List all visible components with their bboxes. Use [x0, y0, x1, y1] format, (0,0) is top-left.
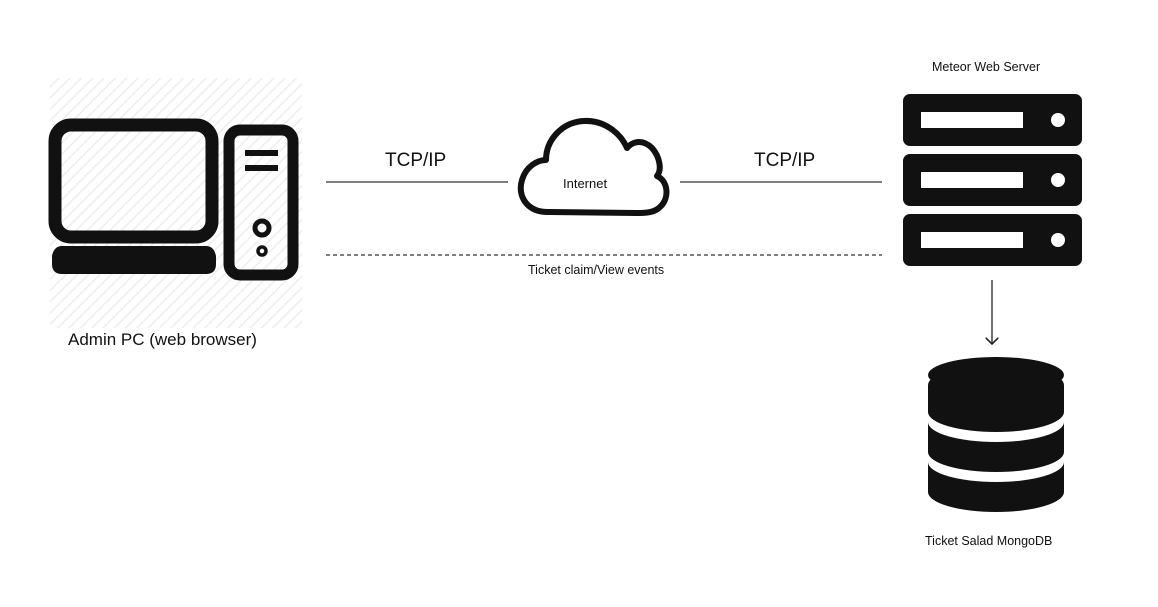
protocol-label-right: TCP/IP	[754, 150, 816, 171]
admin-pc-label: Admin PC (web browser)	[68, 330, 257, 349]
database-icon	[928, 357, 1064, 512]
cloud-icon	[517, 117, 670, 216]
server-rack-icon	[903, 94, 1082, 266]
web-server-label: Meteor Web Server	[932, 60, 1041, 74]
dashed-link-label: Ticket claim/View events	[528, 263, 665, 277]
desktop-computer-icon	[48, 78, 302, 328]
database-label: Ticket Salad MongoDB	[925, 534, 1053, 548]
internet-label: Internet	[563, 176, 608, 191]
protocol-label-left: TCP/IP	[385, 150, 447, 171]
